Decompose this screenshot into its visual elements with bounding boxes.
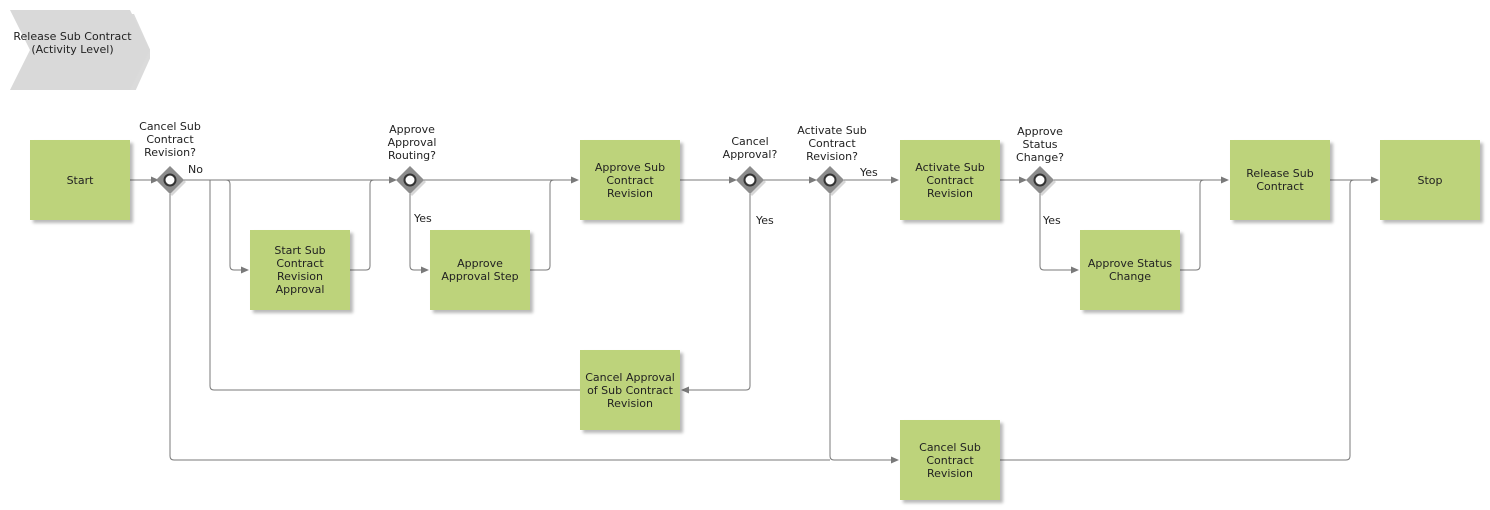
edge-cancel-revision-to-stop [1000, 179, 1355, 461]
activity-cancel-sub-contract-revision[interactable]: Cancel Sub Contract Revision [900, 420, 1000, 500]
edge-label-yes-status-change: Yes [1043, 214, 1061, 227]
gateway-approve-status-change-icon[interactable] [1025, 165, 1057, 197]
activity-stop[interactable]: Stop [1380, 140, 1480, 220]
edge-approve-step-to-approve-revision [530, 179, 555, 271]
gateway-approve-approval-routing-icon[interactable] [395, 165, 427, 197]
edge-cancel-approval-loop [209, 180, 580, 391]
activity-start-sub-contract-revision-approval[interactable]: Start Sub Contract Revision Approval [250, 230, 350, 310]
activity-start[interactable]: Start [30, 140, 130, 220]
edge-label-yes-activate: Yes [860, 166, 878, 179]
edge-approve-status-to-release [1180, 179, 1205, 271]
edge-start-approval-to-gateway [350, 179, 375, 271]
process-title-shape [10, 10, 150, 90]
activity-activate-sub-contract-revision[interactable]: Activate Sub Contract Revision [900, 140, 1000, 220]
activity-release-sub-contract[interactable]: Release Sub Contract [1230, 140, 1330, 220]
process-title: Release Sub Contract (Activity Level) [13, 30, 132, 56]
activity-approve-approval-step[interactable]: Approve Approval Step [430, 230, 530, 310]
gateway-label-activate-sub-contract-revision: Activate Sub Contract Revision? [797, 124, 867, 163]
edge-label-yes-cancel-approval: Yes [756, 214, 774, 227]
edge-label-no: No [188, 163, 203, 176]
gateway-cancel-sub-contract-revision-icon[interactable] [155, 165, 187, 197]
edge-activate-gateway-to-cancel-revision [829, 194, 899, 464]
gateway-label-approve-approval-routing: Approve Approval Routing? [387, 123, 437, 162]
gateway-cancel-approval-icon[interactable] [735, 165, 767, 197]
gateway-label-cancel-approval: Cancel Approval? [722, 135, 778, 161]
edge-yes-to-approve-step [409, 194, 429, 274]
activity-approve-sub-contract-revision[interactable]: Approve Sub Contract Revision [580, 140, 680, 220]
edge-label-yes-approval-routing: Yes [414, 212, 432, 225]
gateway-label-approve-status-change: Approve Status Change? [1016, 125, 1064, 164]
activity-approve-status-change[interactable]: Approve Status Change [1080, 230, 1180, 310]
edge-yes-to-cancel-approval [681, 194, 751, 394]
edge-yes-to-approve-status [1039, 194, 1079, 274]
edge-cancel-gateway-to-cancel-revision [169, 194, 830, 461]
gateway-label-cancel-sub-contract-revision: Cancel Sub Contract Revision? [139, 120, 201, 159]
gateway-activate-sub-contract-revision-icon[interactable] [815, 165, 847, 197]
edge-to-start-approval [210, 179, 249, 274]
activity-cancel-approval-of-sub-contract-revision[interactable]: Cancel Approval of Sub Contract Revision [580, 350, 680, 430]
